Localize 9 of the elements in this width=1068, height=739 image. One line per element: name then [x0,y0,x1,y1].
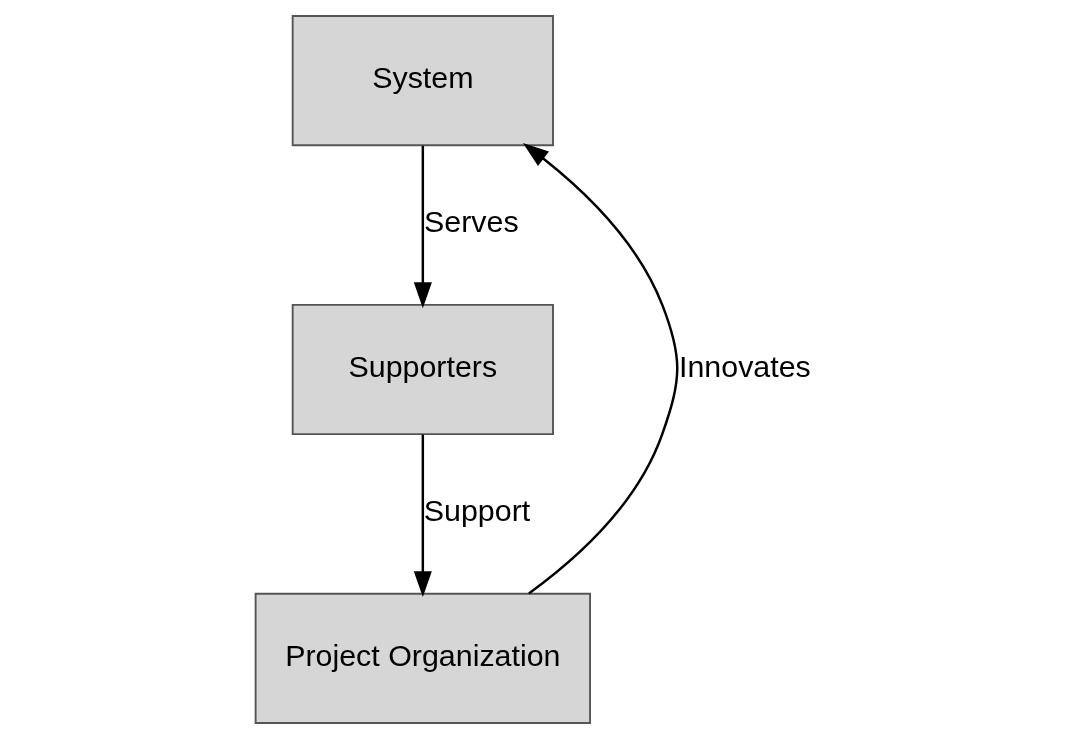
node-box: System [291,15,554,147]
edge-label: Support [423,493,531,528]
arrow [413,145,432,309]
edge-label: Innovates [679,348,811,383]
arrow [413,434,432,598]
node-box: Supporters [291,303,554,436]
edge-label: Serves [423,204,519,239]
node-box: Project Organization [254,592,591,724]
arrow [522,143,679,595]
